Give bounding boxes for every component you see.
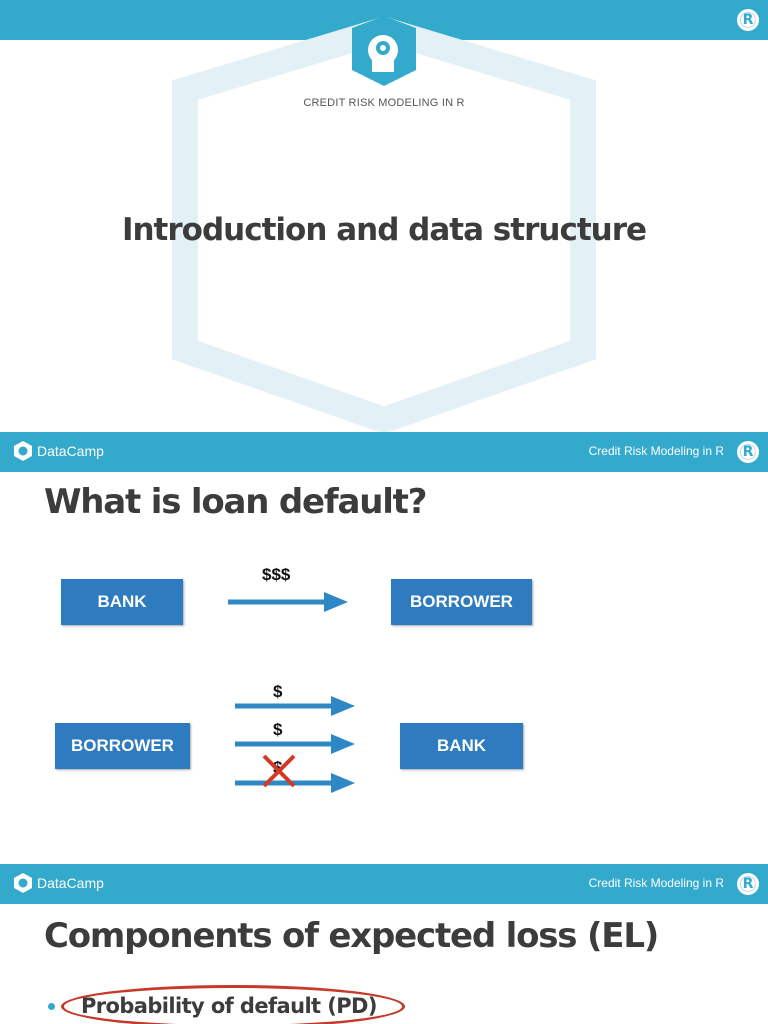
bank-box: BANK xyxy=(400,723,523,769)
payment-arrow-icon xyxy=(235,734,355,754)
bank-box: BANK xyxy=(61,579,183,625)
brand-name: DataCamp xyxy=(37,443,104,459)
loan-amount-label: $$$ xyxy=(262,565,291,584)
payment-label: $ xyxy=(273,682,283,701)
loan-arrow-icon xyxy=(228,592,348,612)
datacamp-logo-icon xyxy=(14,873,32,893)
course-badge-icon xyxy=(352,16,416,86)
list-item: Probability of default (PD) xyxy=(48,985,405,1024)
brand-name: DataCamp xyxy=(37,875,104,891)
slide-header: DataCamp Credit Risk Modeling in R R xyxy=(0,432,768,472)
slide-title: Components of expected loss (EL) xyxy=(44,916,659,956)
course-name: Credit Risk Modeling in R xyxy=(588,444,724,458)
slide-title: What is loan default? xyxy=(44,482,427,522)
borrower-box: BORROWER xyxy=(55,723,190,769)
r-logo-icon: R xyxy=(737,441,759,463)
bullet-icon xyxy=(48,1002,55,1010)
cross-icon xyxy=(262,754,296,788)
course-label: CREDIT RISK MODELING IN R xyxy=(303,97,465,109)
payment-label: $ xyxy=(273,720,283,739)
payment-arrow-icon xyxy=(235,696,355,716)
r-logo-icon: R xyxy=(737,9,759,31)
borrower-box: BORROWER xyxy=(391,579,532,625)
title-slide: R CREDIT RISK MODELING IN R Introduction… xyxy=(0,0,768,432)
hexagon-background xyxy=(172,16,596,432)
missed-payment-arrow-icon xyxy=(235,773,355,793)
loan-default-slide: DataCamp Credit Risk Modeling in R R Wha… xyxy=(0,432,768,864)
expected-loss-slide: DataCamp Credit Risk Modeling in R R Com… xyxy=(0,864,768,1024)
course-name: Credit Risk Modeling in R xyxy=(588,876,724,890)
slide-header: DataCamp Credit Risk Modeling in R R xyxy=(0,864,768,904)
datacamp-logo-icon xyxy=(14,441,32,461)
r-logo-icon: R xyxy=(737,873,759,895)
slide-title: Introduction and data structure xyxy=(121,212,647,248)
bullet-text: Probability of default (PD) xyxy=(61,985,405,1024)
